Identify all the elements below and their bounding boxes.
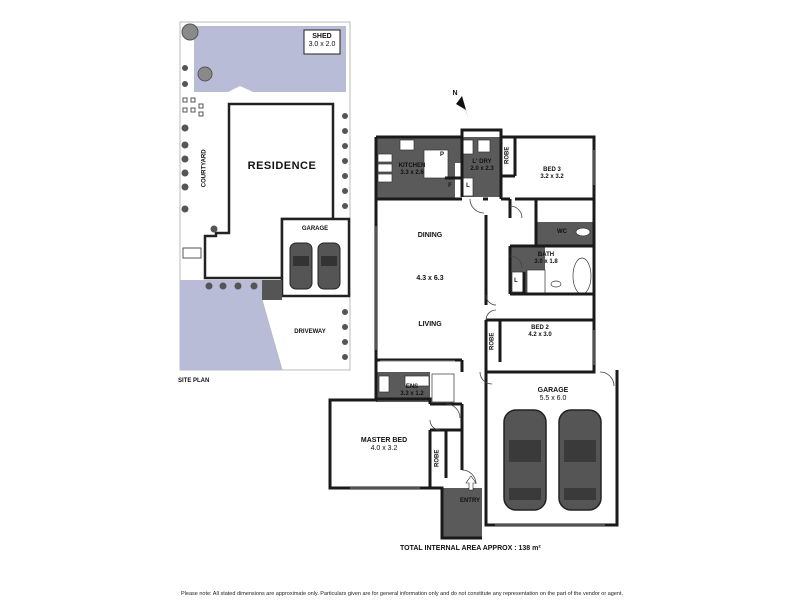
garage-dims: 5.5 x 6.0 [539,394,567,402]
tree-2 [197,66,213,82]
linen-2-label: L [514,278,518,284]
kitchen-dims: 3.3 x 2.6 [400,169,424,176]
kitchen-name: KITCHEN [398,163,426,169]
ensuite-label: ENS 3.3 x 1.2 [392,384,432,397]
laundry-label: L' DRY 2.0 x 2.3 [464,159,500,172]
dining-living-dims: 4.3 x 6.3 [416,275,444,282]
garage-cars [503,409,602,511]
site-plan [179,21,351,371]
shed-name: SHED [312,33,332,40]
shed-label: SHED 3.0 x 2.0 [300,33,344,48]
tree-1 [181,23,199,41]
ensuite-name: ENS [405,384,419,390]
residence-label: RESIDENCE [247,160,317,172]
bed3-label: BED 3 3.2 x 3.2 [530,167,574,180]
robe-bed3-label: ROBE [504,146,511,164]
bed2-name: BED 2 [531,325,549,331]
driveway-label: DRIVEWAY [294,329,326,335]
ensuite-dims: 3.3 x 1.2 [400,390,424,397]
kitchen-label: KITCHEN 3.3 x 2.6 [392,163,432,176]
robe-bed2-label: ROBE [489,332,496,350]
shed-dims: 3.0 x 2.0 [308,40,336,48]
total-area: TOTAL INTERNAL AREA APPROX : 138 m² [400,545,541,552]
bed3-dims: 3.2 x 3.2 [540,173,564,180]
wc-label: WC [557,229,567,235]
garage-name: GARAGE [537,387,569,394]
bed3-name: BED 3 [543,167,561,173]
entry-label: ENTRY [459,498,481,504]
front-lawn [180,280,282,370]
pantry-label: P [439,152,444,158]
robe-master-label: ROBE [434,449,441,467]
shed-outline [303,29,341,55]
site-garage-label: GARAGE [301,226,329,232]
bath-label: BATH 3.0 x 1.8 [524,252,568,265]
bed2-label: BED 2 4.2 x 3.0 [515,325,565,338]
entry-zone [442,488,482,538]
living-label: LIVING [418,321,442,328]
main-floor-plan [328,96,619,540]
master-bed-dims: 4.0 x 3.2 [370,444,398,452]
site-entry [262,280,282,300]
laundry-dims: 2.0 x 2.3 [470,165,494,172]
north-label: N [452,90,458,97]
laundry-name: L' DRY [472,159,492,165]
bed2-dims: 4.2 x 3.0 [528,331,552,338]
fridge-label: F [448,183,452,189]
residence-outline [203,102,335,280]
master-bed-label: MASTER BED 4.0 x 3.2 [353,437,415,452]
master-bed-name: MASTER BED [360,437,408,444]
garage-label: GARAGE 5.5 x 6.0 [525,387,581,402]
courtyard-label: COURTYARD [201,149,208,188]
bath-dims: 3.0 x 1.8 [534,258,558,265]
linen-1-label: L [466,183,470,189]
bath-name: BATH [537,252,555,258]
site-plan-title: SITE PLAN [178,378,210,384]
disclaimer-note: Please note: All stated dimensions are a… [181,591,623,597]
entry-arrow [465,475,477,491]
dining-label: DINING [417,232,443,239]
